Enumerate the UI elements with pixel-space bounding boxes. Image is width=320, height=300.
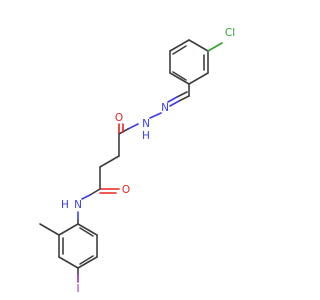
bond [77,256,98,269]
bond-double-inner [79,227,94,237]
hydrazide-hydrogen-label: H [142,130,150,142]
bond-ch-n-double [176,91,188,98]
bond-ch-n-n-double [167,96,178,103]
bond [188,39,209,52]
bond-ch2-ch2 [99,155,120,168]
bond-ch-n [178,95,190,102]
bond-carbonyl-nh-n [81,194,91,200]
chlorine-label: Cl [225,27,235,39]
bond-ch-n-n [169,100,180,107]
iodine-label: I [76,283,79,295]
imine-nitrogen-label: N [161,102,169,114]
hydrazide-nitrogen-label: N [142,118,150,130]
bond-double-inner [172,45,187,55]
bond-n-carbonyl [127,123,139,130]
bond-double-inner [79,255,94,265]
bond-n-n [149,112,162,119]
bond [77,223,98,236]
bond [169,39,190,52]
chlorophenyl-ring [169,39,209,85]
bond [58,256,79,269]
bond-c-cl [207,42,223,52]
bond-methyl [39,223,60,236]
bottom-oxygen-label: O [122,184,130,196]
bond-carbonyl-nh [89,188,101,196]
top-oxygen-label: O [115,112,123,124]
bond [58,223,79,236]
bond [169,72,190,85]
structure-diagram: Cl N N H O O N H I [39,27,235,295]
bond [188,72,209,85]
bond-double-inner [172,71,187,81]
amide-nitrogen-label: N [74,199,82,211]
amide-hydrogen-label: H [61,199,69,211]
iodo-methylphenyl-ring [58,211,98,269]
